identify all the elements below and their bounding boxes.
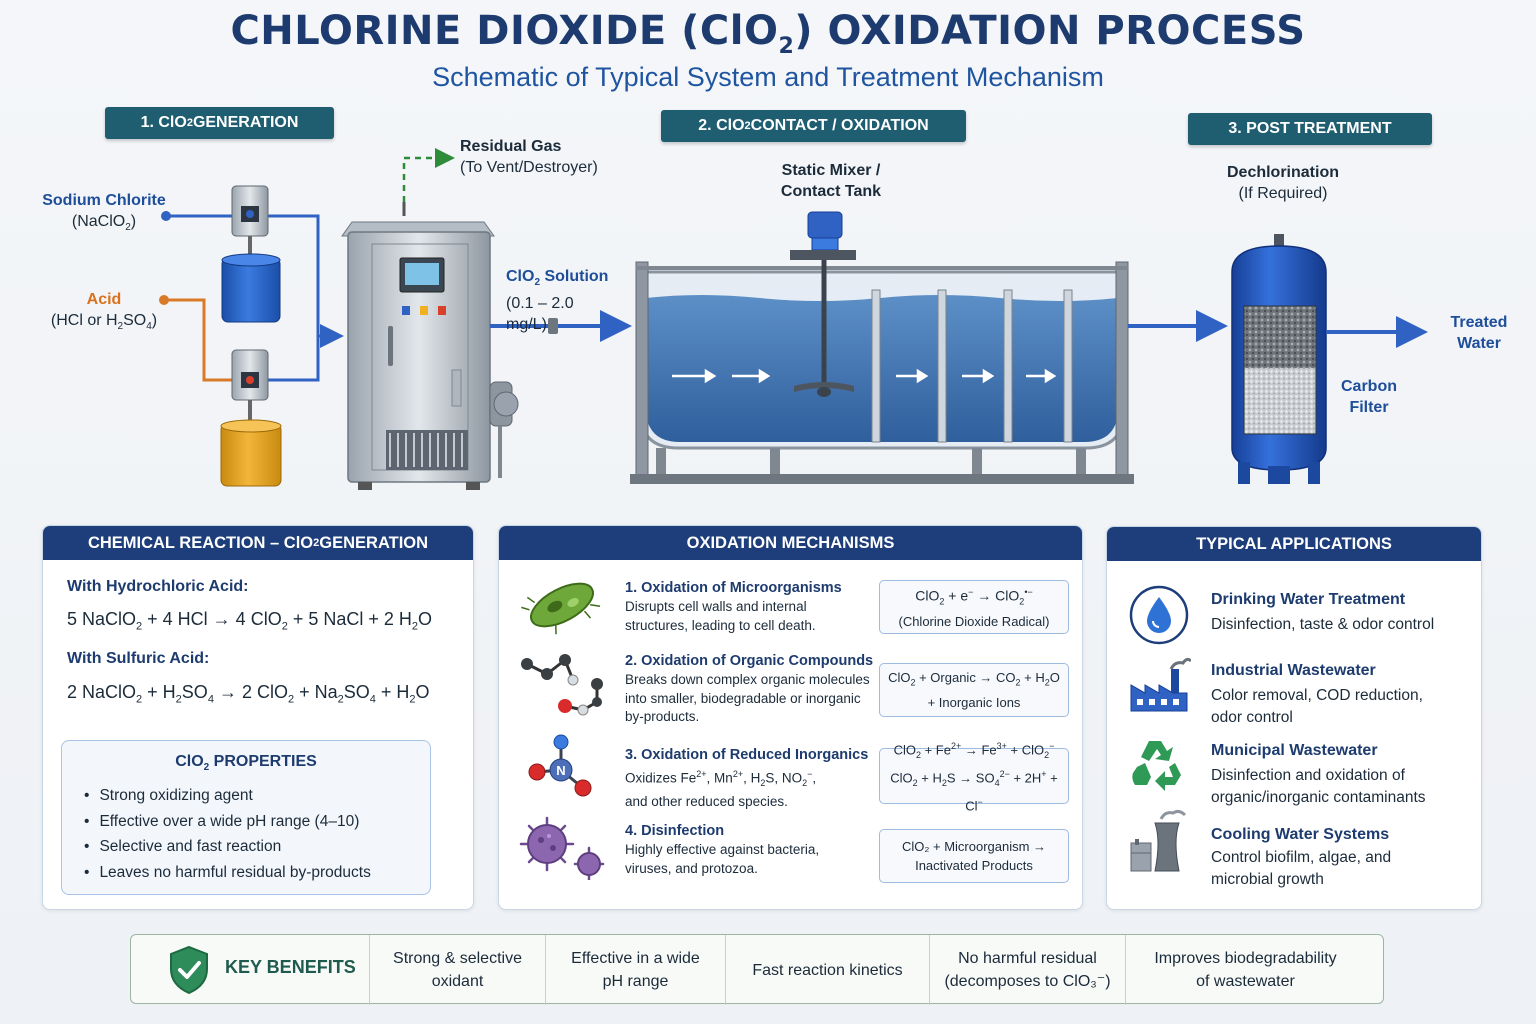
virus-icon <box>519 816 605 880</box>
radical-reaction-box: ClO2 + e− → ClO2•− (Chlorine Dioxide Rad… <box>879 580 1069 634</box>
clo2-solution-line <box>490 310 632 342</box>
mechanism-disinfection: 4. Disinfection Highly effective against… <box>625 823 820 876</box>
residual-gas-vent-line <box>402 148 455 202</box>
microorganism-icon <box>521 582 601 635</box>
sodium-chlorite-feed-line <box>161 211 344 348</box>
clo2-properties-heading: ClO2 PROPERTIES <box>175 753 317 774</box>
acid-feed-line <box>159 295 320 382</box>
clo2-properties-box: ClO2 PROPERTIES Strong oxidizing agent E… <box>61 740 431 895</box>
organic-molecule-icon <box>521 654 603 716</box>
cooling-tower-icon <box>1130 809 1187 872</box>
oxidation-mechanisms-panel: OXIDATION MECHANISMS 1. Oxidation of Mic… <box>498 525 1083 910</box>
hcl-equation: 5 NaClO2 + 4 HCl → 4 ClO2 + 5 NaCl + 2 H… <box>67 609 433 633</box>
inorganic-molecule-icon: N <box>528 734 592 797</box>
property-item: Leaves no harmful residual by-products <box>84 860 430 886</box>
carbon-filter-label: Carbon Filter <box>1341 378 1397 416</box>
static-mixer-label: Static Mixer / Contact Tank <box>780 162 882 200</box>
typical-applications-header: TYPICAL APPLICATIONS <box>1107 527 1481 561</box>
property-item: Selective and fast reaction <box>84 834 430 860</box>
recycle-icon <box>1132 741 1181 791</box>
page-subtitle: Schematic of Typical System and Treatmen… <box>432 62 1104 92</box>
application-desc-industrial: Color removal, COD reduction, odor contr… <box>1211 687 1423 726</box>
hcl-heading: With Hydrochloric Acid: <box>67 578 249 595</box>
shield-check-icon <box>170 945 208 995</box>
application-title-industrial: Industrial Wastewater <box>1211 662 1376 679</box>
application-title-municipal: Municipal Wastewater <box>1211 742 1378 759</box>
mechanism-organic-compounds: 2. Oxidation of Organic Compounds Breaks… <box>625 653 874 724</box>
residual-gas-label: Residual Gas (To Vent/Destroyer) <box>460 138 598 176</box>
water-drop-icon <box>1129 585 1189 645</box>
sodium-chlorite-tank <box>221 253 281 323</box>
mechanism-microorganisms: 1. Oxidation of Microorganisms Disrupts … <box>625 580 842 633</box>
application-desc-municipal: Disinfection and oxidation of organic/in… <box>1211 767 1426 806</box>
carbon-filter-vessel <box>1231 234 1428 484</box>
mechanism-reduced-inorganics: 3. Oxidation of Reduced Inorganics Oxidi… <box>625 747 869 809</box>
acid-tank <box>220 419 282 487</box>
property-item: Strong oxidizing agent <box>84 783 430 809</box>
dechlorination-label: Dechlorination (If Required) <box>1226 164 1339 202</box>
sodium-chlorite-label: Sodium Chlorite (NaClO2) <box>42 192 166 234</box>
application-desc-cooling: Control biofilm, algae, and microbial gr… <box>1211 849 1392 888</box>
page-title: CHLORINE DIOXIDE (ClO2) OXIDATION PROCES… <box>230 8 1306 59</box>
benefit-item: No harmful residual(decomposes to ClO₃⁻) <box>929 935 1125 1005</box>
inorganic-reaction-box: ClO2 + Fe2+ → Fe3+ + ClO2− ClO2 + H2S → … <box>879 741 1069 813</box>
application-desc-drinking: Disinfection, taste & odor control <box>1211 616 1435 633</box>
contact-tank <box>630 261 1134 484</box>
acid-dosing-pump <box>231 349 269 424</box>
application-title-cooling: Cooling Water Systems <box>1211 826 1390 843</box>
sodium-chlorite-dosing-pump <box>231 185 269 258</box>
treated-water-label: Treated Water <box>1450 314 1508 352</box>
typical-applications-panel: TYPICAL APPLICATIONS Drinking Water Trea… <box>1106 526 1482 910</box>
process-schematic <box>159 148 1428 490</box>
disinfection-reaction-box: ClO₂ + Microorganism → Inactivated Produ… <box>879 829 1069 883</box>
acid-label: Acid (HCl or H2SO4) <box>50 291 158 333</box>
benefit-item: Fast reaction kinetics <box>725 935 929 1005</box>
clo2-generator-cabinet <box>341 202 519 490</box>
property-item: Effective over a wide pH range (4–10) <box>84 809 430 835</box>
static-mixer-motor <box>790 211 856 397</box>
oxidation-mechanisms-header: OXIDATION MECHANISMS <box>499 526 1082 560</box>
svg-text:N: N <box>556 763 565 778</box>
organic-reaction-box: ClO2 + Organic → CO2 + H2O + Inorganic I… <box>879 663 1069 717</box>
sulfuric-equation: 2 NaClO2 + H2SO4 → 2 ClO2 + Na2SO4 + H2O <box>67 682 430 706</box>
key-benefits-heading: KEY BENEFITS <box>225 957 356 977</box>
clo2-solution-label: ClO2 Solution (0.1 – 2.0 mg/L) <box>506 268 609 334</box>
sulfuric-heading: With Sulfuric Acid: <box>67 650 210 667</box>
application-title-drinking: Drinking Water Treatment <box>1211 591 1406 608</box>
stage-badge-post-treatment: 3. POST TREATMENT <box>1188 113 1432 145</box>
factory-icon <box>1130 657 1191 712</box>
